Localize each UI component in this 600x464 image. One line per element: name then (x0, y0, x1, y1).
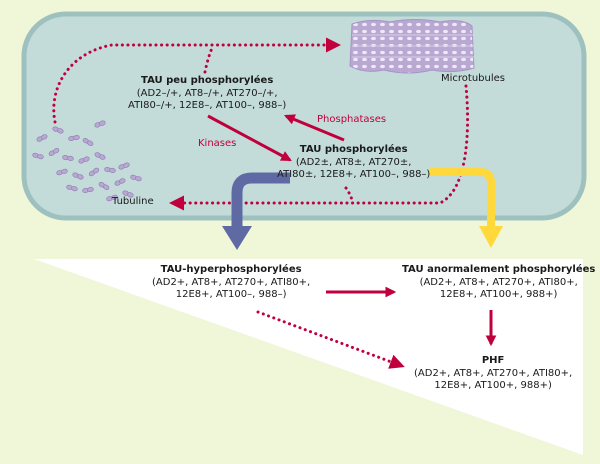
blue-arrowhead (222, 226, 252, 250)
tau-low-detail-1: (AD2–/+, AT8–/+, AT270–/+, (136, 87, 278, 99)
phosphatases-label: Phosphatases (317, 114, 387, 125)
tau-phos-label: TAU phosphorylées (AD2±, AT8±, AT270±, A… (277, 144, 430, 182)
phf-detail-2: 12E8+, AT100+, 988+) (434, 380, 552, 391)
tau-low-detail-2: ATI80–/+, 12E8–, AT100–, 988–) (128, 100, 287, 111)
phf-label: PHF (AD2+, AT8+, AT270+, ATI80+, 12E8+, … (414, 355, 572, 393)
assembly-dotted-arrow (52, 37, 341, 124)
kinases-arrow (207, 114, 292, 162)
blue-arrow (231, 172, 290, 228)
tau-abnormal-detail-1: (AD2+, AT8+, AT270+, ATI80+, (419, 276, 578, 288)
tau-hyper-title: TAU-hyperphosphorylées (160, 264, 302, 275)
lower-triangle (34, 259, 583, 455)
tubulin-dimers (32, 120, 142, 202)
phosphatases-arrow (284, 114, 345, 142)
tau-abnormal-detail-2: 12E8+, AT100+, 988+) (439, 289, 558, 300)
microtubule-bundle (349, 19, 475, 74)
yellow-arrowhead (479, 226, 503, 248)
tubuline-label: Tubuline (112, 196, 154, 207)
microtubules-label: Microtubules (441, 73, 505, 84)
tau-abnormal-title: TAU anormalement phosphorylées (402, 264, 596, 275)
tau-abnormal-label: TAU anormalement phosphorylées (AD2+, AT… (402, 264, 595, 302)
tau-hyper-label: TAU-hyperphosphorylées (AD2+, AT8+, AT27… (152, 264, 310, 302)
tau-phos-detail-1: (AD2±, AT8±, AT270±, (295, 156, 412, 168)
phf-title: PHF (481, 355, 505, 366)
tau-low-title: TAU peu phosphorylées (141, 75, 274, 86)
tau-low-label: TAU peu phosphorylées (AD2–/+, AT8–/+, A… (128, 75, 286, 113)
kinases-label: Kinases (198, 138, 237, 149)
phf-detail-1: (AD2+, AT8+, AT270+, ATI80+, (414, 367, 573, 379)
tau-hyper-detail-1: (AD2+, AT8+, AT270+, ATI80+, (152, 276, 311, 288)
tau-hyper-detail-2: 12E8+, AT100–, 988–) (175, 289, 287, 300)
yellow-arrow (430, 168, 495, 228)
tau-phos-title: TAU phosphorylées (299, 144, 408, 155)
tau-phos-detail-2: ATI80±, 12E8+, AT100–, 988–) (277, 169, 431, 180)
disassembly-dotted-arrow (169, 84, 470, 211)
hyper-to-phf-dotted-arrow (256, 310, 405, 369)
